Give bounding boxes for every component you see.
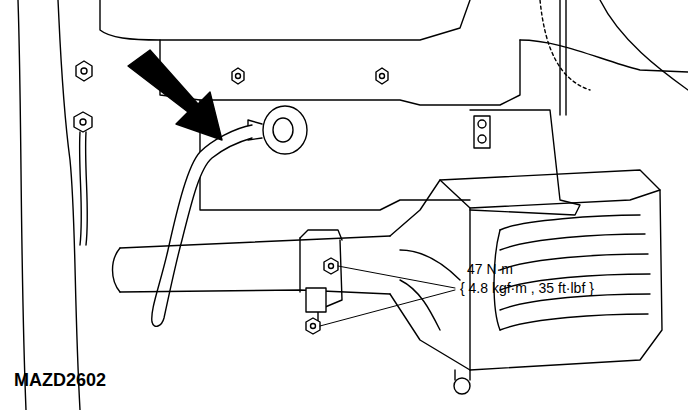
torque-conversion: { 4.8 kgf·m , 35 ft·lbf } — [460, 280, 594, 296]
torque-value: 47 N·m — [467, 261, 513, 277]
figure-code: MAZD2602 — [14, 370, 106, 391]
